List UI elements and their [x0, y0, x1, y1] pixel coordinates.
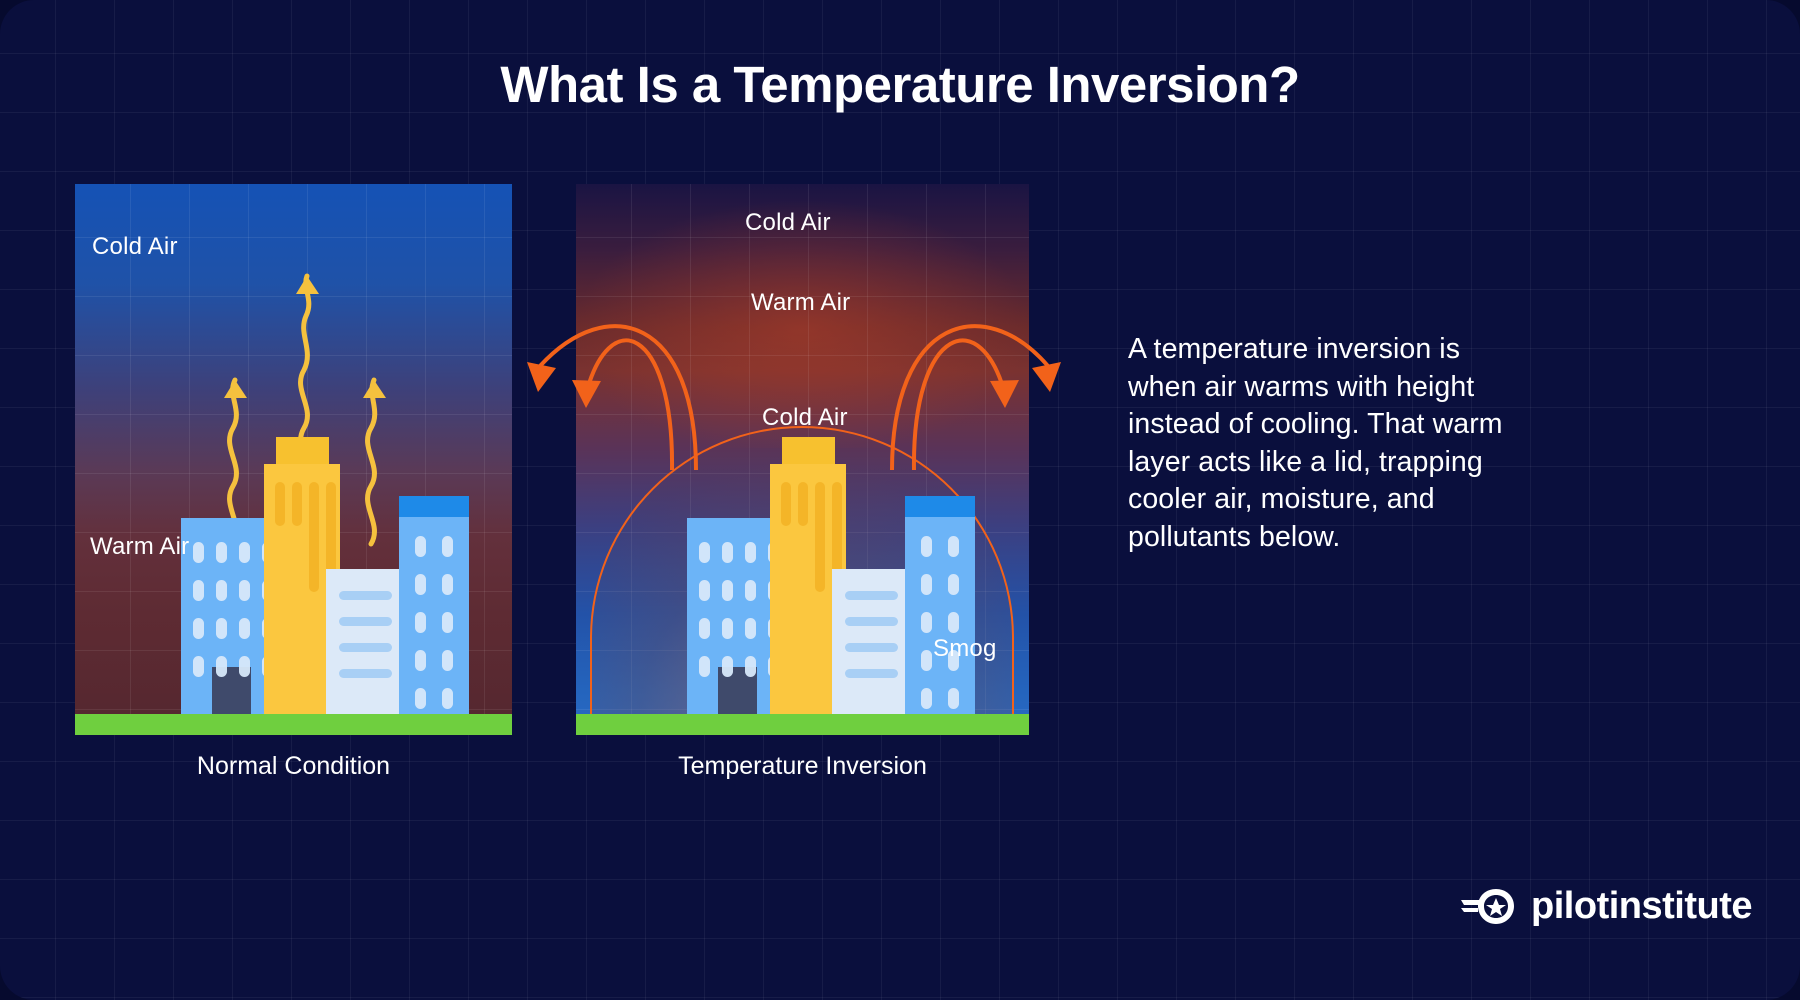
label-inv-cold-air-lower: Cold Air	[762, 404, 848, 431]
panel-normal-condition	[75, 184, 512, 735]
label-normal-cold-air: Cold Air	[92, 233, 178, 260]
building-blue-right	[399, 496, 469, 714]
panel-temperature-inversion	[576, 184, 1029, 735]
page-title: What Is a Temperature Inversion?	[500, 56, 1300, 113]
cityscape-normal	[181, 437, 512, 714]
label-inv-warm-air: Warm Air	[751, 289, 851, 316]
building-roof	[905, 496, 975, 517]
ground-strip-normal	[75, 714, 512, 735]
description-paragraph: A temperature inversion is when air warm…	[1128, 333, 1503, 553]
caption-temperature-inversion: Temperature Inversion	[678, 752, 927, 780]
building-roof-cap	[782, 437, 835, 464]
label-normal-warm-air: Warm Air	[90, 533, 190, 560]
building-roof	[399, 496, 469, 517]
cityscape-inversion	[687, 437, 1022, 714]
caption-normal-condition: Normal Condition	[196, 752, 391, 780]
building-blue-right	[905, 496, 975, 714]
logo-wordmark: pilotinstitute	[1531, 885, 1752, 927]
building-white-mid	[832, 569, 911, 714]
building-roof-cap	[276, 437, 329, 464]
ground-strip-inversion	[576, 714, 1029, 735]
building-white-mid	[326, 569, 405, 714]
label-smog: Smog	[933, 635, 997, 662]
inversion-flow-arrows	[527, 324, 1061, 470]
winged-shield-star-icon	[1461, 888, 1515, 924]
brand-logo: pilotinstitute	[1460, 885, 1752, 928]
label-inv-cold-air-top: Cold Air	[745, 209, 831, 236]
